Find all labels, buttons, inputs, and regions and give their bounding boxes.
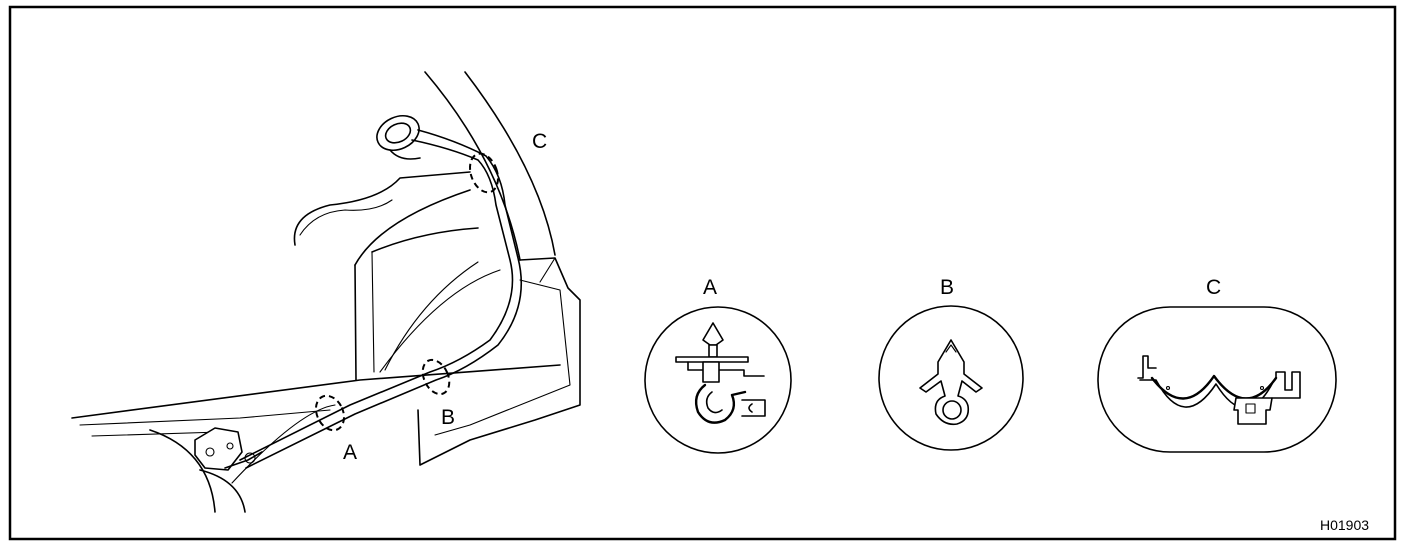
detail-a-label: A <box>703 276 717 299</box>
clip-location-a <box>314 394 346 432</box>
clip-location-c <box>468 152 500 194</box>
detail-a: A <box>644 276 792 454</box>
detail-c-label: C <box>1206 276 1221 299</box>
connector-icon <box>194 427 263 471</box>
diagram-frame <box>8 5 1397 541</box>
wire-harness <box>239 129 523 469</box>
detail-a-circle <box>644 306 792 454</box>
clip-b-icon <box>919 339 983 426</box>
detail-b-label: B <box>940 276 954 299</box>
callout-a: A <box>343 441 357 464</box>
callout-b: B <box>441 406 455 429</box>
clip-location-b <box>421 358 451 396</box>
vehicle-body-illustration <box>71 71 581 513</box>
clip-c-icon <box>1137 355 1301 425</box>
clip-a-icon <box>675 322 766 424</box>
callout-c: C <box>532 130 547 153</box>
detail-b-circle <box>878 305 1024 451</box>
detail-b: B <box>878 276 1024 451</box>
detail-c-capsule <box>1097 306 1337 453</box>
detail-c: C <box>1097 276 1337 453</box>
grommet-icon <box>376 114 421 160</box>
figure-code: H01903 <box>1320 517 1369 533</box>
